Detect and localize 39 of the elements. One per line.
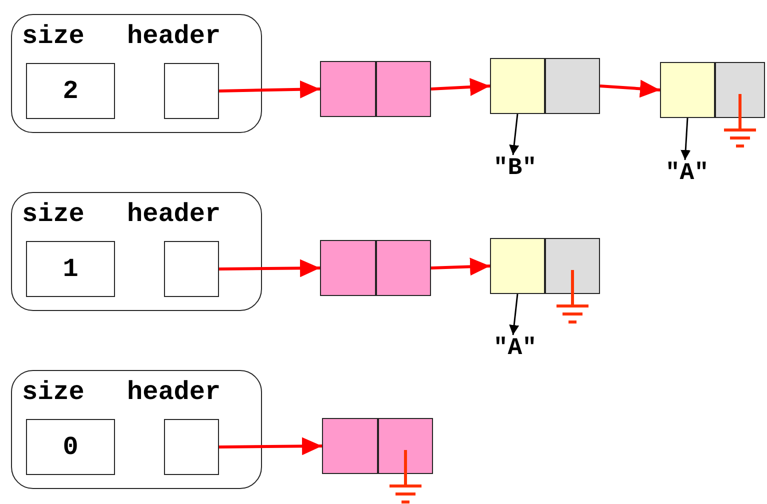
sentinel-cell — [322, 418, 378, 474]
pointer-arrow — [218, 437, 322, 456]
next-pointer-cell — [545, 58, 600, 114]
string-value: "A" — [483, 335, 547, 365]
struct-box — [11, 14, 262, 133]
field-label: size — [22, 377, 84, 407]
pointer-arrow — [430, 78, 490, 96]
size-field: 1 — [26, 241, 115, 297]
field-label: header — [127, 377, 221, 407]
struct-box — [11, 192, 262, 311]
field-label: header — [127, 21, 221, 51]
pointer-cell — [164, 63, 219, 119]
pointer-arrow — [430, 258, 490, 276]
pointer-cell — [164, 419, 219, 475]
data-cell — [490, 238, 545, 294]
pointer-arrow — [600, 80, 660, 98]
next-pointer-cell — [715, 62, 765, 118]
field-label: size — [22, 199, 84, 229]
data-cell — [660, 62, 715, 118]
pointer-arrow — [509, 114, 520, 156]
pointer-arrow — [680, 118, 691, 160]
pointer-arrow — [509, 294, 520, 336]
struct-box — [11, 370, 262, 489]
size-field: 0 — [26, 419, 115, 475]
string-value: "B" — [483, 155, 547, 185]
field-label: size — [22, 21, 84, 51]
field-label: header — [127, 199, 221, 229]
size-field: 2 — [26, 63, 115, 119]
pointer-arrow — [218, 80, 320, 98]
next-pointer-cell — [545, 238, 600, 294]
data-cell — [490, 58, 545, 114]
sentinel-cell — [376, 61, 431, 117]
sentinel-cell — [320, 61, 376, 117]
sentinel-cell — [378, 418, 433, 474]
sentinel-cell — [376, 240, 431, 296]
string-value: "A" — [655, 160, 719, 190]
sentinel-cell — [320, 240, 376, 296]
pointer-cell — [164, 241, 219, 297]
pointer-arrow — [218, 259, 320, 278]
